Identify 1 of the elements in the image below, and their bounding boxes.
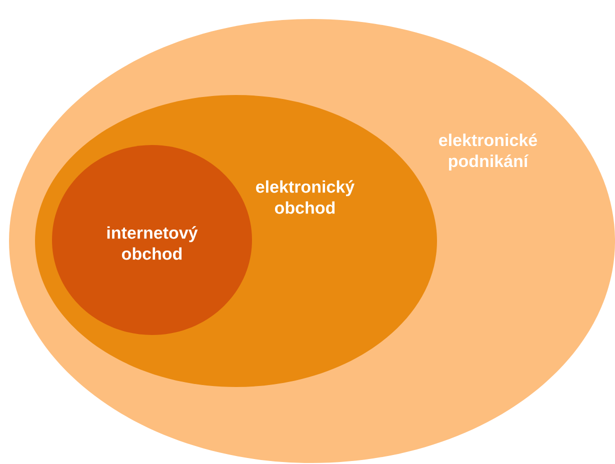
ellipse-region: internetový obchod bbox=[52, 145, 252, 335]
